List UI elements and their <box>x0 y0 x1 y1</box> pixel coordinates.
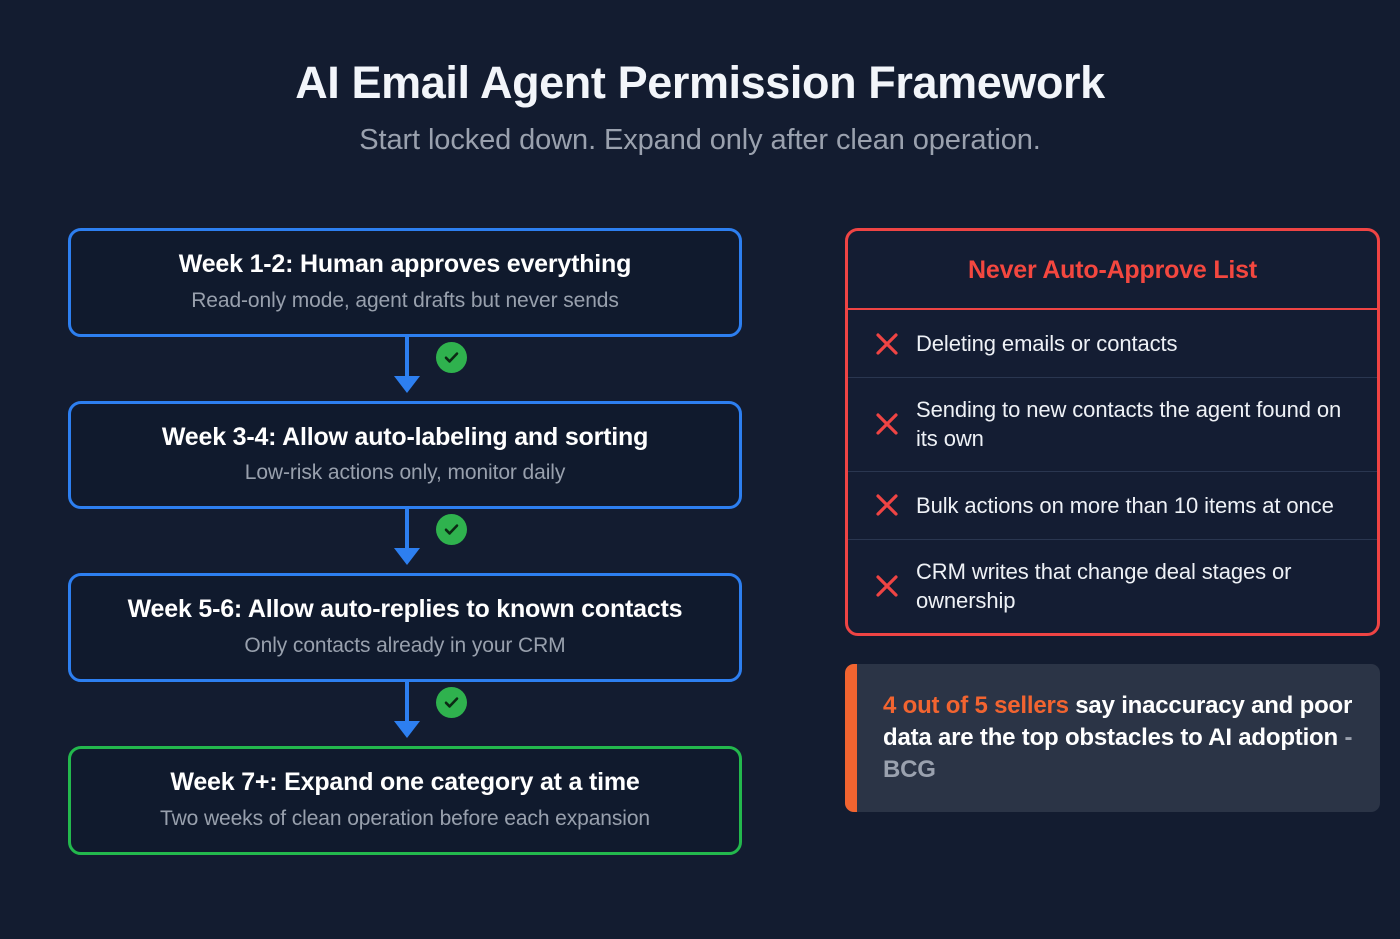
flow-stage-3: Week 5-6: Allow auto-replies to known co… <box>68 573 742 683</box>
flow-stage-4: Week 7+: Expand one category at a time T… <box>68 746 742 855</box>
page-title: AI Email Agent Permission Framework <box>295 57 1105 108</box>
stat-body-text: say inaccuracy and poor data are the top… <box>883 691 1353 752</box>
cross-icon <box>874 492 916 518</box>
stat-accent-bar <box>845 663 857 813</box>
flow-stage-1-subtitle: Read-only mode, agent drafts but never s… <box>191 288 619 312</box>
main-content: Week 1-2: Human approves everything Read… <box>0 228 1400 888</box>
never-auto-approve-title: Never Auto-Approve List <box>968 256 1257 284</box>
never-list-item-text: Bulk actions on more than 10 items at on… <box>916 492 1334 518</box>
flow-connector-3 <box>68 682 742 746</box>
flow-stage-1-title: Week 1-2: Human approves everything <box>178 250 632 278</box>
never-list-item-text: CRM writes that change deal stages or ow… <box>916 558 1292 614</box>
flow-stage-2-subtitle: Low-risk actions only, monitor daily <box>244 461 566 485</box>
connector-line <box>405 336 409 383</box>
flow-stage-4-title: Week 7+: Expand one category at a time <box>170 768 640 797</box>
cross-icon <box>874 573 916 599</box>
stat-callout-card: 4 out of 5 sellers say inaccuracy and po… <box>845 663 1380 813</box>
permission-flow: Week 1-2: Human approves everything Read… <box>68 228 808 855</box>
never-list-item: Sending to new contacts the agent found … <box>848 378 1377 472</box>
cross-icon <box>874 331 916 357</box>
stat-text: 4 out of 5 sellers say inaccuracy and po… <box>857 664 1380 812</box>
arrow-down-icon <box>394 375 420 393</box>
connector-line <box>405 682 409 729</box>
check-circle-icon <box>436 514 467 546</box>
flow-stage-4-subtitle: Two weeks of clean operation before each… <box>160 806 650 830</box>
never-list-item-text: Sending to new contacts the agent found … <box>916 397 1342 452</box>
never-list-item: Deleting emails or contacts <box>848 310 1377 378</box>
never-list-item: CRM writes that change deal stages or ow… <box>848 540 1377 633</box>
flow-stage-2-title: Week 3-4: Allow auto-labeling and sortin… <box>161 422 649 451</box>
never-auto-approve-panel: Never Auto-Approve List Deleting emails … <box>845 228 1380 636</box>
never-auto-approve-header: Never Auto-Approve List <box>848 231 1377 310</box>
flow-stage-3-subtitle: Only contacts already in your CRM <box>244 633 566 657</box>
never-list-item: Bulk actions on more than 10 items at on… <box>848 472 1377 540</box>
flow-stage-2: Week 3-4: Allow auto-labeling and sortin… <box>68 400 742 510</box>
page-subtitle: Start locked down. Expand only after cle… <box>359 124 1041 157</box>
flow-connector-1 <box>68 336 742 401</box>
cross-icon <box>874 411 916 437</box>
never-list-item-text: Deleting emails or contacts <box>916 330 1178 356</box>
flow-stage-3-title: Week 5-6: Allow auto-replies to known co… <box>127 595 683 624</box>
right-column: Never Auto-Approve List Deleting emails … <box>845 228 1380 813</box>
flow-connector-2 <box>68 509 742 573</box>
stat-highlight: 4 out of 5 sellers <box>883 691 1069 719</box>
arrow-down-icon <box>394 548 420 566</box>
page-header: AI Email Agent Permission Framework Star… <box>0 0 1400 157</box>
flow-stage-1: Week 1-2: Human approves everything Read… <box>68 228 742 337</box>
stat-source: - BCG <box>883 724 1353 784</box>
check-circle-icon <box>436 341 467 373</box>
connector-line <box>405 509 409 556</box>
arrow-down-icon <box>394 721 420 739</box>
check-circle-icon <box>436 687 467 719</box>
